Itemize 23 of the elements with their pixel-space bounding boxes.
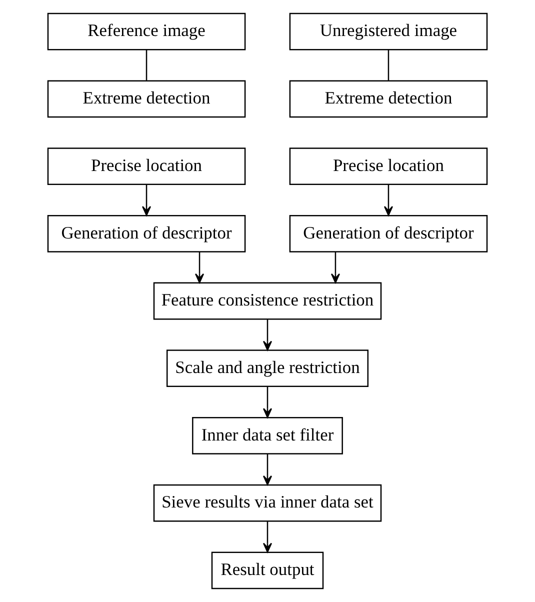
node-box: Inner data set filter bbox=[192, 417, 343, 454]
arrow bbox=[194, 252, 204, 284]
node-box: Extreme detection bbox=[47, 80, 246, 118]
node-box: Reference image bbox=[47, 12, 246, 50]
node-box: Generation of descriptor bbox=[47, 214, 246, 252]
node-box: Extreme detection bbox=[289, 80, 488, 118]
node-box: Precise location bbox=[289, 148, 488, 185]
arrow bbox=[262, 521, 272, 553]
node-box: Precise location bbox=[47, 148, 246, 185]
node-box: Sieve results via inner data set bbox=[153, 484, 382, 522]
node-box: Scale and angle restriction bbox=[166, 350, 369, 388]
node-box: Generation of descriptor bbox=[289, 214, 488, 252]
arrow bbox=[384, 184, 394, 216]
arrow bbox=[330, 252, 340, 284]
arrow bbox=[262, 386, 272, 418]
node-box: Result output bbox=[211, 552, 324, 590]
connector bbox=[388, 50, 390, 81]
arrow bbox=[262, 319, 272, 351]
arrow bbox=[142, 184, 152, 216]
node-box: Feature consistence restriction bbox=[153, 282, 382, 320]
connector bbox=[146, 50, 148, 81]
node-box: Unregistered image bbox=[289, 12, 488, 50]
arrow bbox=[262, 454, 272, 486]
